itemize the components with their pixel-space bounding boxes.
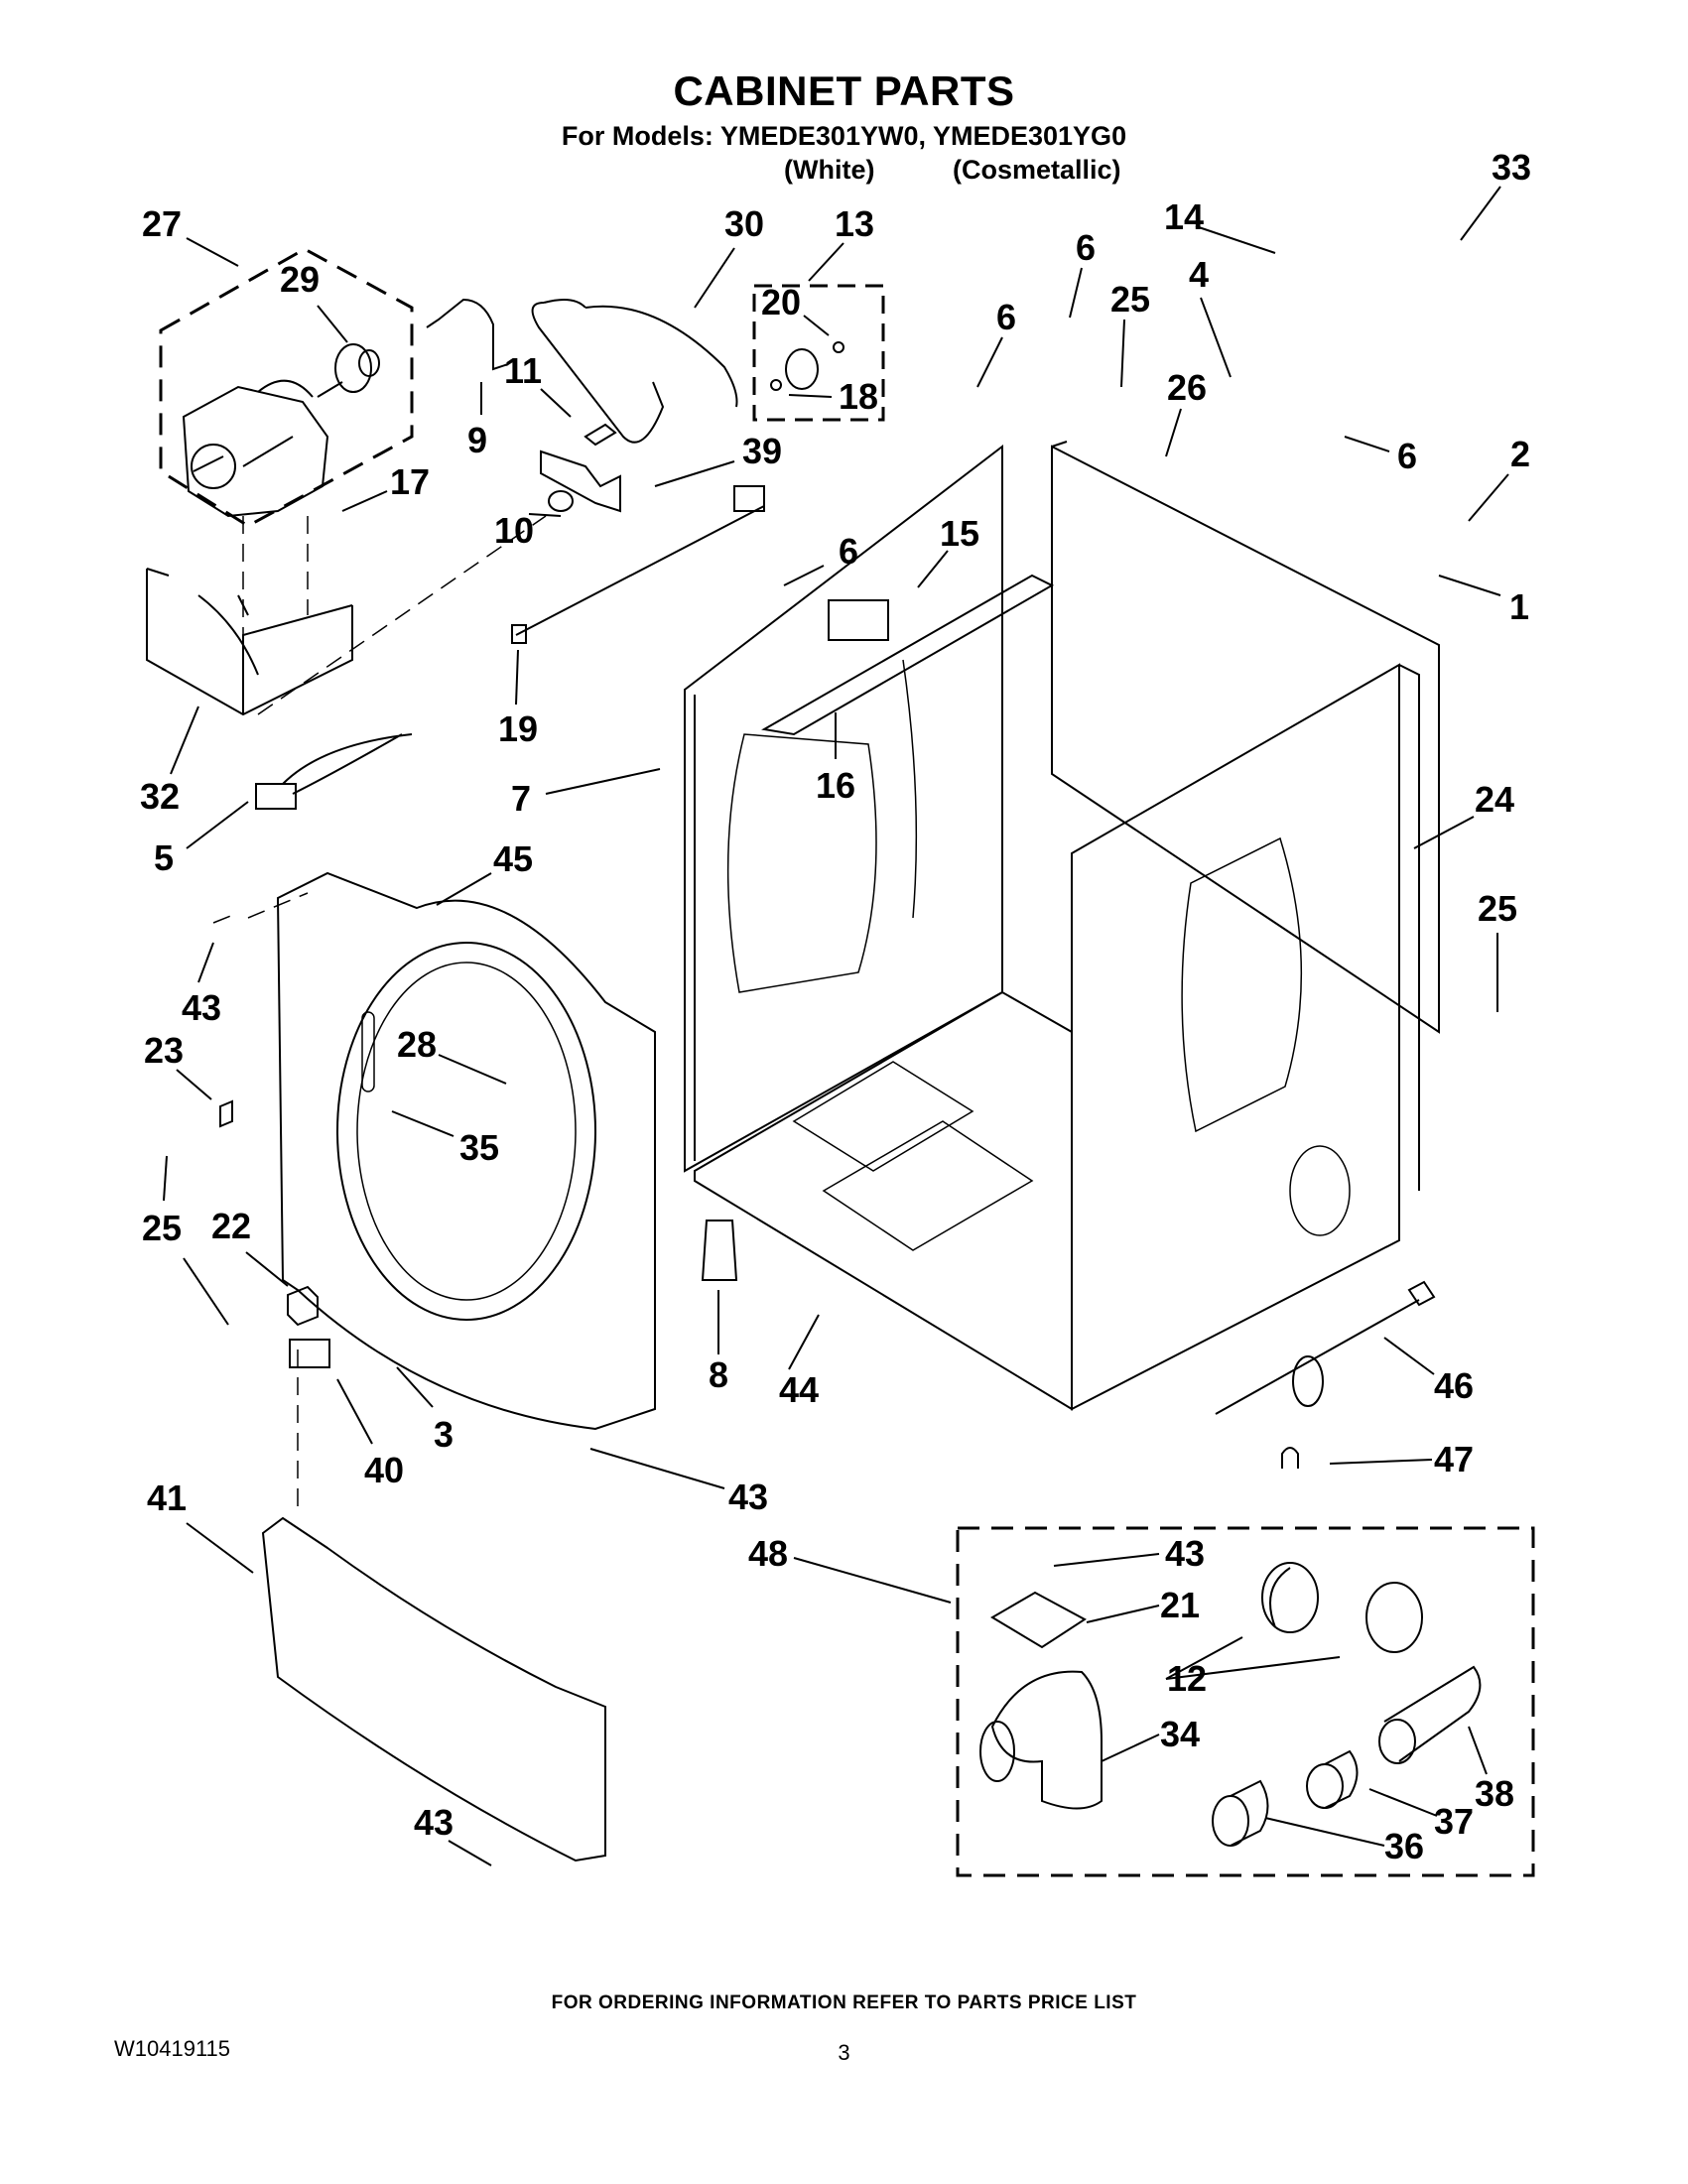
callout-3: 3 — [433, 1414, 454, 1455]
screw-11-drawing — [585, 425, 615, 445]
callout-21: 21 — [1159, 1585, 1201, 1625]
callout-24: 24 — [1474, 779, 1515, 820]
callout-44: 44 — [778, 1369, 820, 1410]
callout-18: 18 — [838, 376, 879, 417]
callout-46: 46 — [1433, 1365, 1475, 1406]
belt-30-drawing — [533, 300, 737, 443]
callout-33: 33 — [1491, 147, 1532, 188]
screw-43-top-drawing — [213, 893, 308, 923]
leveling-leg-8-drawing — [703, 1220, 736, 1280]
callout-14: 14 — [1163, 196, 1205, 237]
callout-6: 6 — [1396, 436, 1418, 476]
callout-34: 34 — [1159, 1714, 1201, 1754]
callout-9: 9 — [466, 420, 488, 460]
callout-26: 26 — [1166, 367, 1208, 408]
callout-43: 43 — [413, 1802, 454, 1843]
page-title: CABINET PARTS — [673, 67, 1015, 114]
callout-43: 43 — [727, 1477, 769, 1517]
callout-8: 8 — [708, 1354, 729, 1395]
callout-48: 48 — [747, 1533, 789, 1574]
harness-19-drawing — [516, 506, 764, 635]
rear-panel-26-drawing — [1052, 442, 1439, 1032]
callout-5: 5 — [153, 837, 175, 878]
callout-41: 41 — [146, 1477, 188, 1518]
side-panel-24-drawing — [1072, 665, 1419, 1409]
spring-10-drawing — [549, 491, 573, 511]
callout-25: 25 — [1477, 888, 1518, 929]
kit-boundary-48 — [958, 1528, 1533, 1875]
callout-40: 40 — [363, 1450, 405, 1490]
toe-panel-41-drawing — [263, 1518, 605, 1861]
callout-39: 39 — [741, 431, 783, 471]
callout-15: 15 — [939, 513, 980, 554]
callout-43: 43 — [1164, 1533, 1206, 1574]
callout-13: 13 — [834, 203, 875, 244]
callout-6: 6 — [995, 297, 1017, 337]
bracket-16-drawing — [764, 576, 1052, 734]
callout-20: 20 — [760, 282, 802, 322]
callout-28: 28 — [396, 1024, 438, 1065]
callout-leaders — [164, 187, 1508, 1865]
callout-6: 6 — [1075, 227, 1097, 268]
page-number: 3 — [838, 2040, 850, 2065]
document-number: W10419115 — [114, 2036, 231, 2061]
callout-16: 16 — [815, 765, 856, 806]
power-cord-46-drawing — [1216, 1282, 1434, 1414]
vent-hood-12b-drawing — [1366, 1583, 1422, 1652]
callout-22: 22 — [210, 1206, 252, 1246]
callout-1: 1 — [1508, 586, 1530, 627]
switch-5-drawing — [256, 784, 296, 809]
callout-38: 38 — [1474, 1773, 1515, 1814]
bracket-9-drawing — [427, 300, 508, 369]
callout-10: 10 — [493, 510, 535, 551]
plate-21-drawing — [992, 1593, 1085, 1647]
kit-boundary-13 — [754, 286, 883, 420]
callout-6: 6 — [838, 531, 859, 572]
base-44-drawing — [695, 992, 1072, 1409]
models-line: For Models: YMEDE301YW0, YMEDE301YG0 — [561, 121, 1127, 151]
motor-drawing — [184, 381, 327, 516]
callout-35: 35 — [458, 1127, 500, 1168]
callout-7: 7 — [510, 778, 532, 819]
bracket-32-drawing — [147, 569, 352, 714]
callout-2: 2 — [1509, 434, 1531, 474]
front-panel-45-drawing — [278, 873, 655, 1429]
callout-25: 25 — [1109, 279, 1151, 320]
variant-white: (White) — [784, 155, 875, 185]
callout-19: 19 — [497, 708, 539, 749]
callout-25: 25 — [141, 1208, 183, 1248]
callout-30: 30 — [723, 203, 765, 244]
ordering-note: FOR ORDERING INFORMATION REFER TO PARTS … — [551, 1992, 1137, 2013]
bracket-40-drawing — [290, 1340, 329, 1367]
callout-45: 45 — [492, 838, 534, 879]
callout-43: 43 — [181, 987, 222, 1028]
callout-11: 11 — [503, 350, 543, 391]
clamp-36-drawing — [1213, 1796, 1248, 1846]
variant-cosmetallic: (Cosmetallic) — [953, 155, 1121, 185]
bracket-39-drawing — [541, 451, 620, 511]
board-15-drawing — [829, 600, 888, 640]
duct-38-drawing — [1384, 1667, 1480, 1761]
callout-32: 32 — [139, 776, 181, 817]
elbow-34-drawing — [992, 1672, 1102, 1809]
bracket-23-drawing — [220, 1101, 232, 1126]
callout-47: 47 — [1433, 1439, 1475, 1479]
callout-36: 36 — [1383, 1826, 1425, 1866]
callout-12: 12 — [1166, 1658, 1208, 1699]
kit-boundary-27 — [161, 249, 412, 526]
callout-23: 23 — [143, 1030, 185, 1071]
callout-37: 37 — [1433, 1801, 1475, 1842]
clip-22-drawing — [288, 1287, 318, 1325]
callout-29: 29 — [279, 259, 321, 300]
callout-4: 4 — [1188, 254, 1210, 295]
callout-27: 27 — [141, 203, 183, 244]
vent-hood-12a-drawing — [1270, 1568, 1290, 1627]
pulley-29-drawing — [318, 344, 379, 397]
callout-17: 17 — [389, 461, 431, 502]
strain-relief-47-drawing — [1282, 1448, 1298, 1469]
